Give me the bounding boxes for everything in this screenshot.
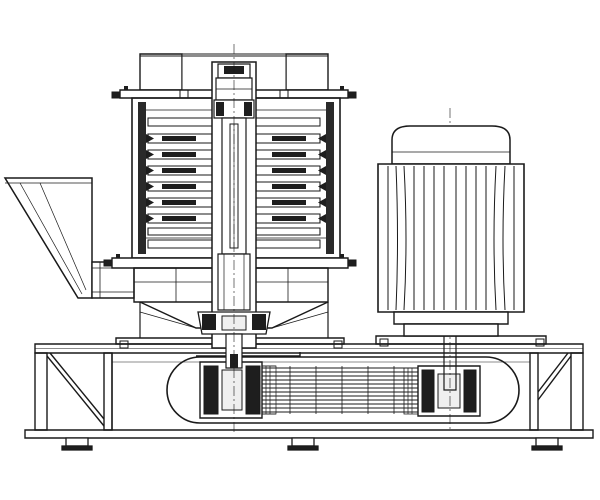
electric-motor bbox=[378, 126, 524, 336]
motor-flange bbox=[394, 312, 508, 324]
motor-top-cap bbox=[392, 126, 510, 164]
belt-drive bbox=[167, 357, 519, 423]
motor-fins bbox=[388, 166, 514, 310]
motor-body bbox=[378, 164, 524, 312]
belts bbox=[262, 368, 418, 412]
support-feet bbox=[62, 438, 562, 450]
base-frame bbox=[25, 336, 593, 438]
main-shaft bbox=[198, 44, 270, 432]
belt-guard bbox=[167, 357, 519, 423]
driven-pulley bbox=[200, 362, 276, 418]
chamber-bolts bbox=[116, 86, 344, 258]
